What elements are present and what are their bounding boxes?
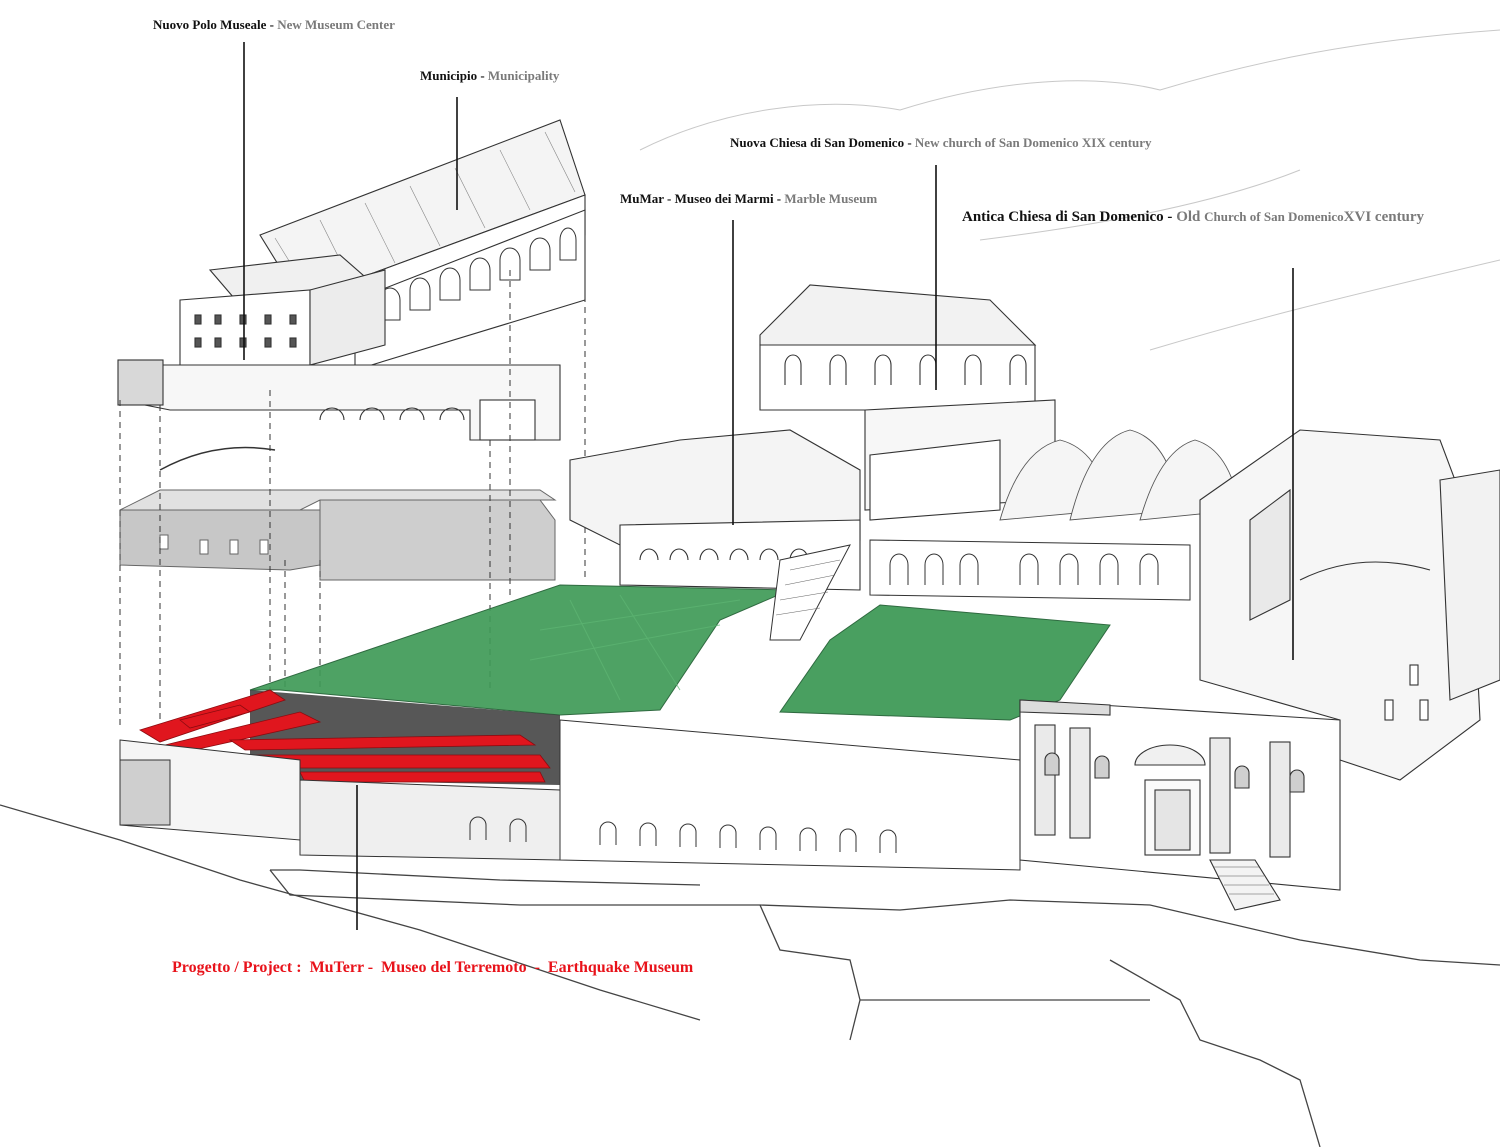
courtyard (769, 539, 1191, 721)
label-municipio-en: Municipality (488, 68, 560, 83)
background-hills (639, 29, 1500, 351)
nuovo-polo-building (117, 254, 561, 441)
label-nuovo-polo-en: New Museum Center (277, 17, 395, 32)
label-mumar: MuMar - Museo dei Marmi - Marble Museum (620, 191, 877, 206)
label-nuova-chiesa: Nuova Chiesa di San Domenico - New churc… (730, 135, 1152, 150)
label-mumar-en: Marble Museum (784, 191, 877, 206)
label-nuova-chiesa-en: New church of San Domenico XIX century (915, 135, 1152, 150)
label-antica-chiesa-it: Antica Chiesa di San Domenico - (962, 209, 1176, 225)
explosion-guides (119, 230, 586, 730)
marble-museum (569, 429, 861, 591)
label-nuovo-polo-it: Nuovo Polo Museale - (153, 17, 277, 32)
label-mumar-it: MuMar - Museo dei Marmi - (620, 191, 784, 206)
label-nuova-chiesa-it: Nuova Chiesa di San Domenico - (730, 135, 915, 150)
label-project: Progetto / Project : MuTerr - Museo del … (172, 959, 694, 976)
label-municipio: Municipio - Municipality (420, 68, 560, 83)
old-church-facade (1019, 699, 1341, 911)
label-municipio-it: Municipio - (420, 68, 488, 83)
label-antica-chiesa-en-b: Church of San Domenico (1204, 209, 1344, 224)
label-antica-chiesa: Antica Chiesa di San Domenico - Old Chur… (962, 209, 1425, 225)
leader-lines (243, 42, 1294, 930)
lower-substructure (119, 719, 1021, 871)
old-church-ruins (1199, 429, 1500, 781)
label-nuovo-polo: Nuovo Polo Museale - New Museum Center (153, 17, 395, 32)
new-church-building (759, 284, 1056, 521)
ground-contours (0, 804, 1500, 1147)
label-antica-chiesa-en-c: XVI century (1344, 209, 1425, 225)
label-antica-chiesa-en-a: Old (1176, 209, 1204, 225)
